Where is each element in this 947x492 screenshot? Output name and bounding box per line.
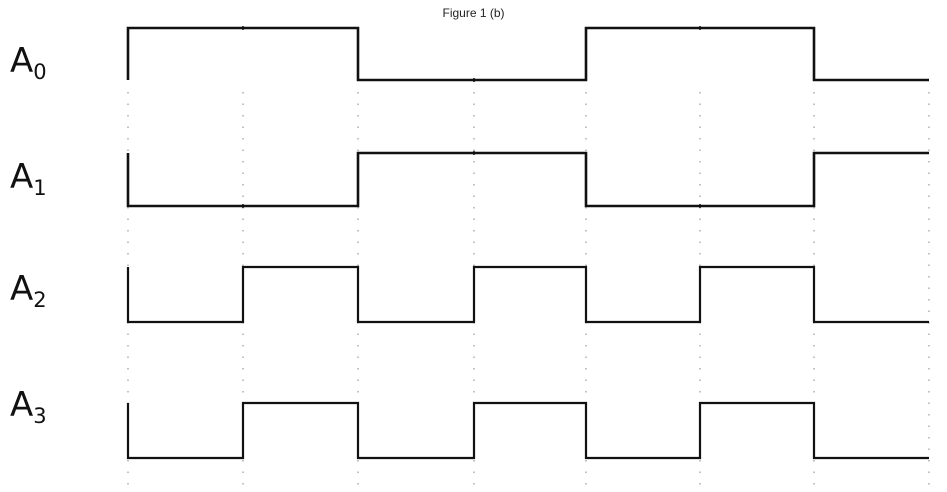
- signal-label-a2: A2: [10, 269, 47, 312]
- signal-label-a3: A3: [10, 385, 47, 428]
- signal-label-a0: A0: [10, 41, 47, 84]
- signal-label-a1: A1: [10, 157, 47, 200]
- waveforms: [126, 26, 929, 460]
- waveform-a1: [126, 151, 929, 208]
- figure-title: Figure 1 (b): [442, 6, 505, 20]
- waveform-a2: [126, 265, 929, 324]
- waveform-a3: [126, 401, 929, 460]
- waveform-a0: [126, 26, 929, 82]
